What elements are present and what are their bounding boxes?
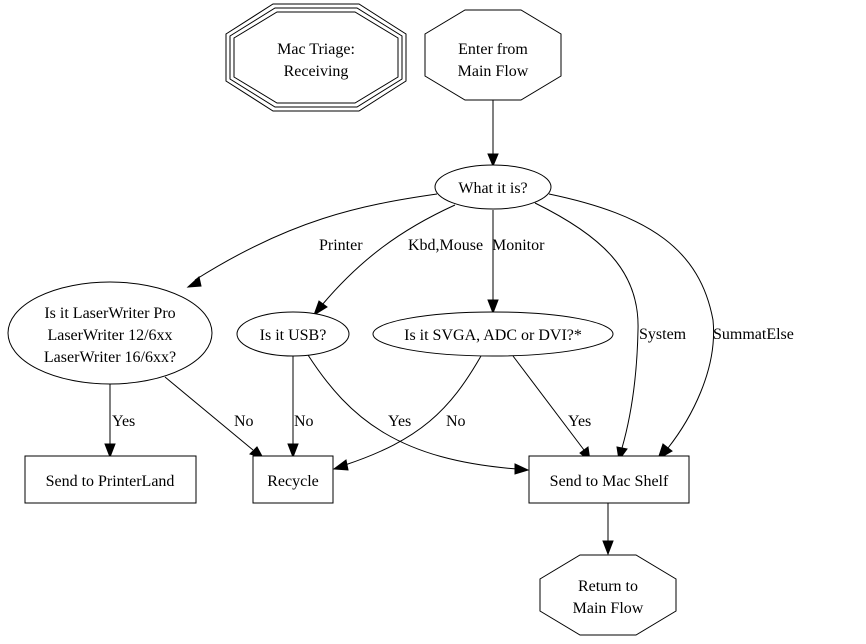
edge-what-to-laser: Printer [186, 193, 438, 288]
edge-macshelf-to-return [602, 503, 614, 556]
node-recycle-label: Recycle [267, 473, 319, 490]
node-what: What it is? [434, 164, 552, 210]
node-laser-line-1: Is it LaserWriter Pro [44, 305, 175, 322]
edge-what-to-svga: Monitor [487, 210, 545, 315]
edge-what-to-macshelf-system: System [534, 202, 687, 462]
edge-enter-to-what [487, 100, 499, 168]
edge-label-monitor: Monitor [492, 237, 545, 254]
node-usb: Is it USB? [236, 311, 350, 357]
node-what-label: What it is? [458, 180, 527, 197]
node-return-line-1: Return to [578, 578, 638, 595]
edge-label-no: No [234, 413, 254, 430]
edge-label-yes: Yes [568, 413, 591, 430]
edge-laser-to-printerland: Yes [104, 384, 135, 459]
node-enter-line-1: Enter from [458, 41, 528, 58]
edge-label-kbd-mouse: Kbd,Mouse [408, 237, 483, 254]
edge-laser-to-recycle: No [164, 376, 265, 459]
node-macshelf: Send to Mac Shelf [528, 455, 690, 504]
node-svga-label: Is it SVGA, ADC or DVI?* [404, 327, 582, 344]
edge-label-yes: Yes [112, 413, 135, 430]
node-laser-line-3: LaserWriter 16/6xx? [44, 349, 176, 366]
edge-label-printer: Printer [319, 237, 363, 254]
edge-usb-to-recycle: No [287, 356, 314, 459]
node-laser: Is it LaserWriter Pro LaserWriter 12/6xx… [7, 281, 213, 385]
edge-label-summatelse: SummatElse [713, 326, 794, 343]
node-printerland-label: Send to PrinterLand [46, 473, 175, 490]
edge-usb-to-macshelf: Yes [307, 354, 530, 475]
node-enter-line-2: Main Flow [458, 63, 529, 80]
edge-label-system: System [639, 326, 687, 343]
edge-svga-to-recycle: No [332, 355, 482, 471]
edges: Printer Kbd,Mouse Monitor System SummatE… [104, 100, 794, 556]
node-title: Mac Triage: Receiving [225, 3, 407, 112]
node-printerland: Send to PrinterLand [24, 455, 197, 504]
node-macshelf-label: Send to Mac Shelf [550, 473, 669, 490]
edge-label-no: No [446, 413, 466, 430]
node-return: Return to Main Flow [539, 554, 677, 636]
node-usb-label: Is it USB? [260, 327, 327, 344]
node-laser-line-2: LaserWriter 12/6xx [47, 327, 172, 344]
edge-what-to-usb: Kbd,Mouse [313, 204, 483, 317]
node-recycle: Recycle [252, 455, 334, 504]
edge-svga-to-macshelf: Yes [512, 355, 591, 463]
edge-label-yes: Yes [388, 413, 411, 430]
node-title-line-2: Receiving [284, 63, 349, 80]
node-return-line-2: Main Flow [573, 600, 644, 617]
node-svga: Is it SVGA, ADC or DVI?* [372, 311, 614, 357]
node-enter: Enter from Main Flow [424, 9, 562, 101]
edge-what-to-macshelf-summatelse: SummatElse [548, 193, 794, 461]
node-title-line-1: Mac Triage: [277, 41, 355, 58]
edge-label-no: No [294, 413, 314, 430]
nodes: Mac Triage: Receiving Enter from Main Fl… [7, 3, 690, 636]
